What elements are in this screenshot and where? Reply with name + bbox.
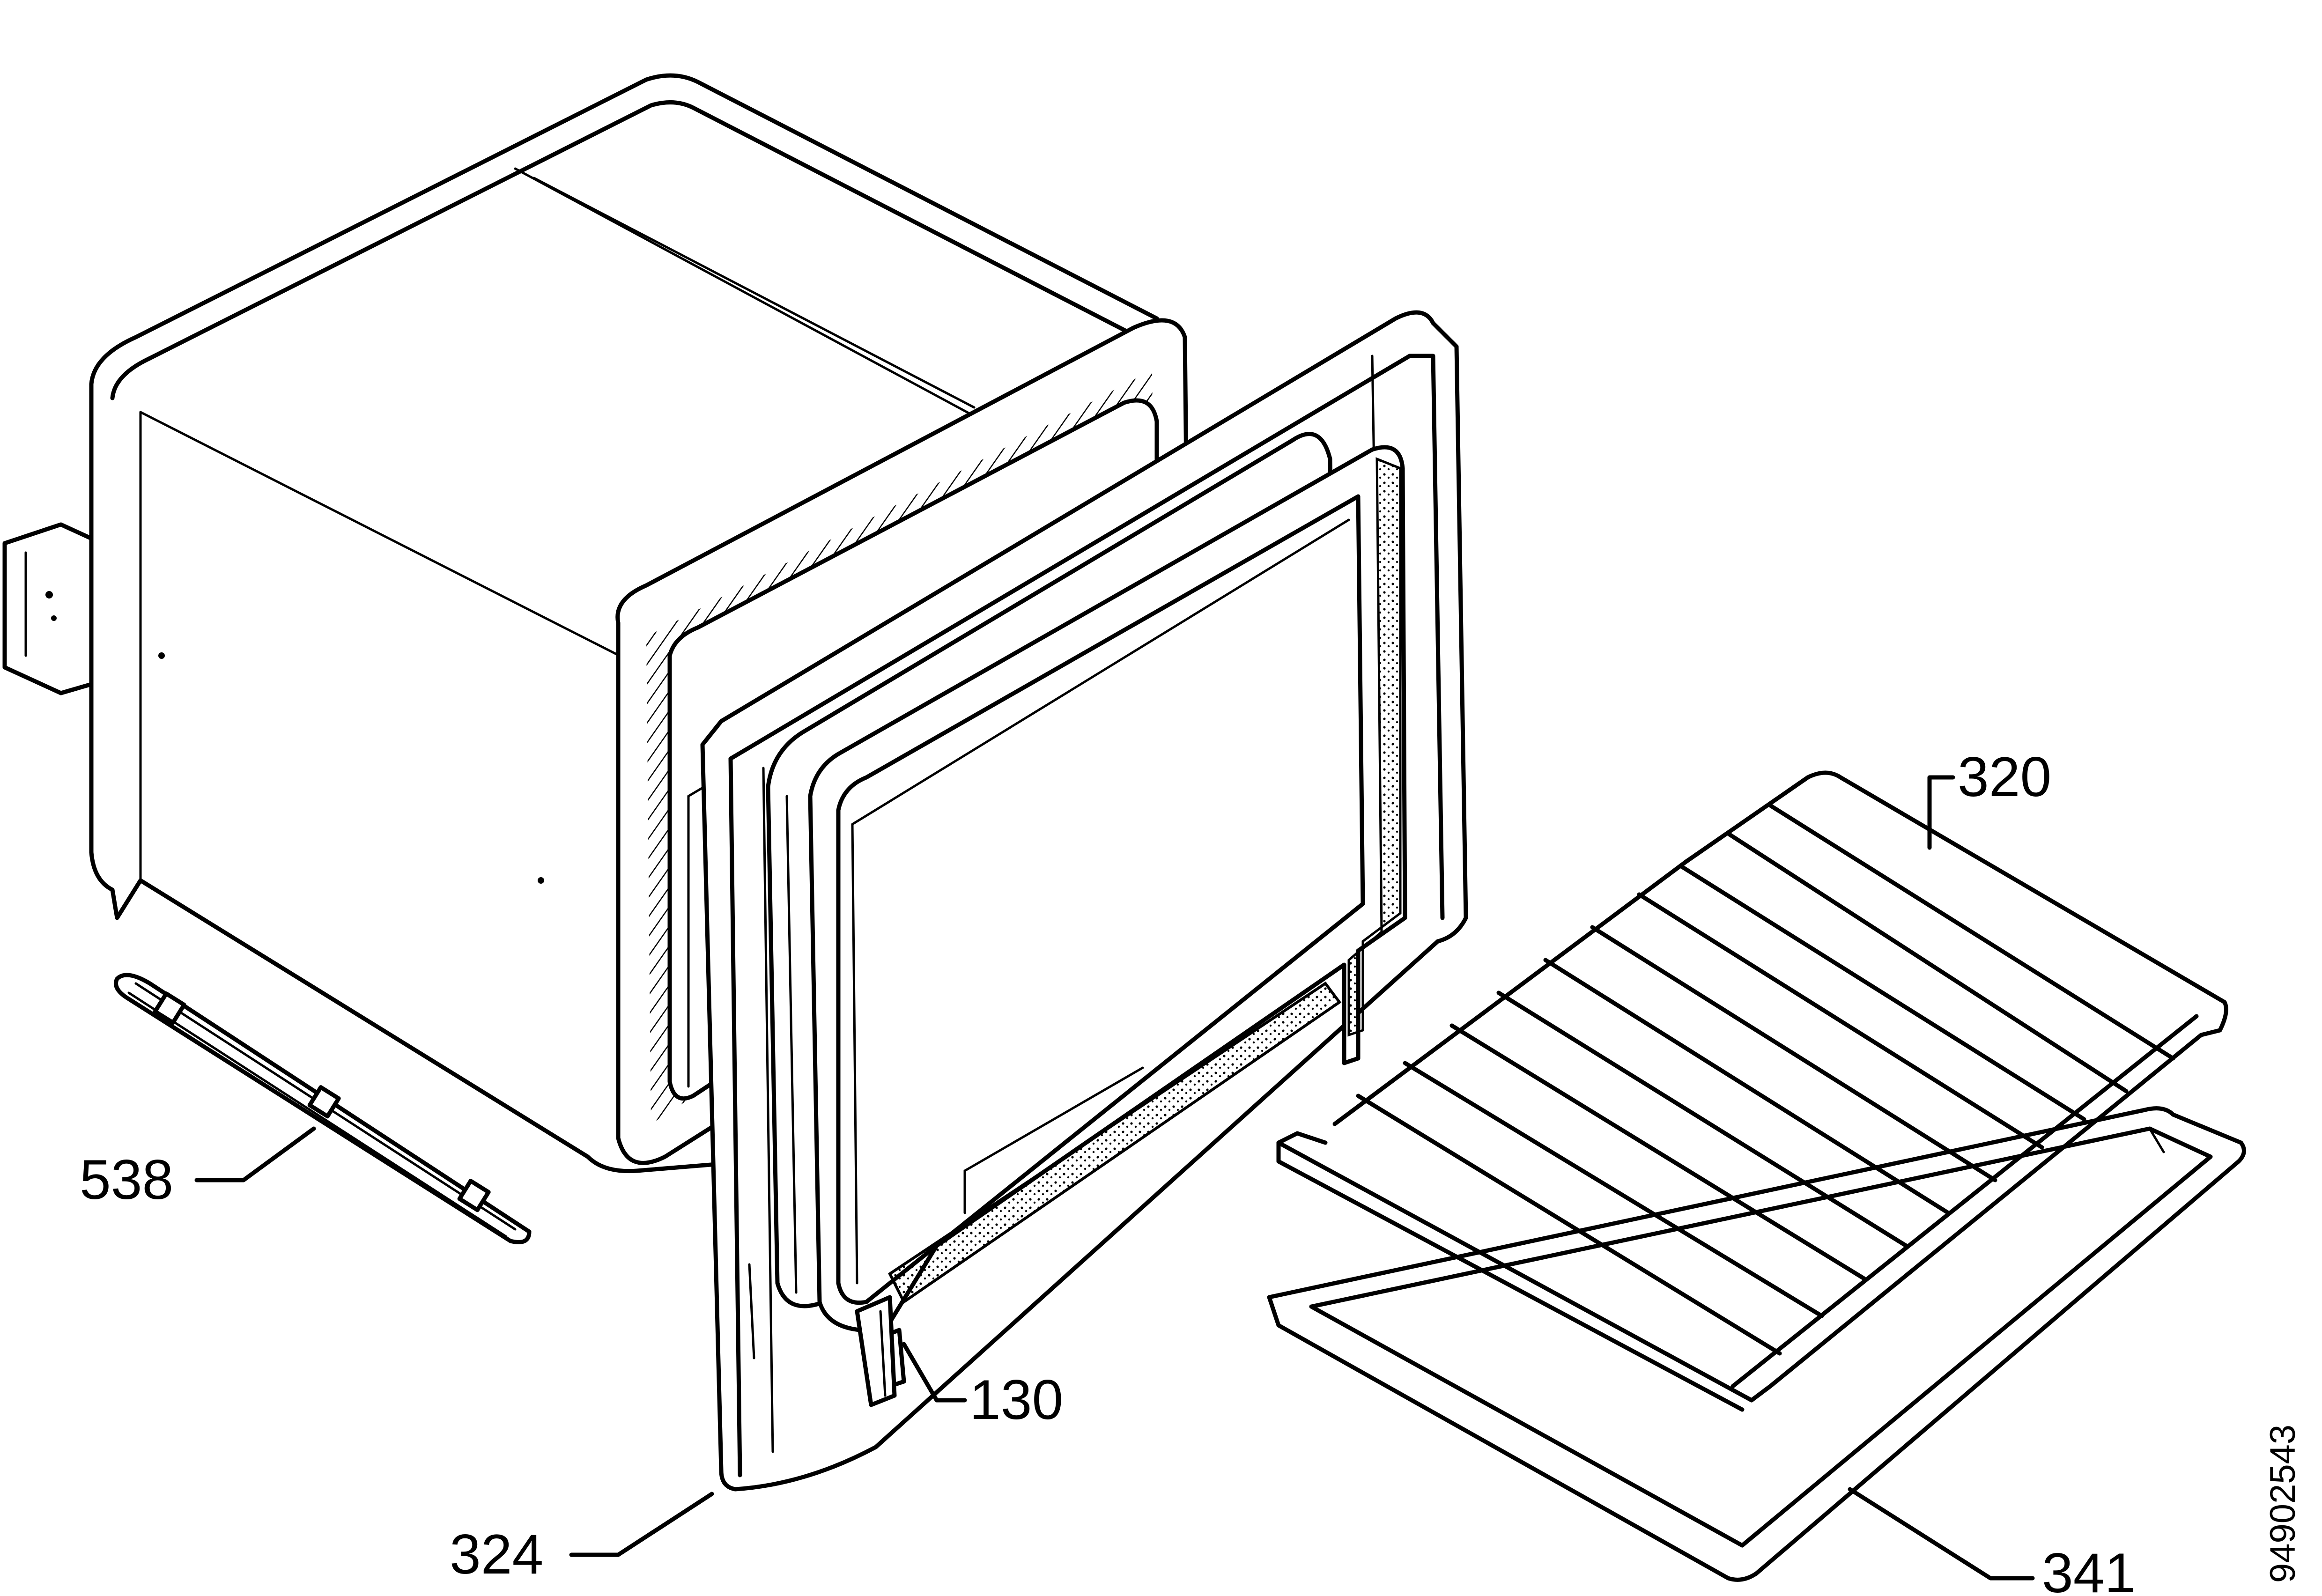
part-320-wire-shelf: [1276, 770, 2228, 1412]
callout-130: 130: [969, 1368, 1063, 1431]
part-341-tray: [1267, 1106, 2246, 1582]
part-130-strip: [855, 1295, 897, 1407]
callout-324: 324: [450, 1523, 543, 1586]
shelf-wires: [1356, 803, 2175, 1356]
part-538-rail: [114, 973, 532, 1244]
callout-538: 538: [80, 1148, 173, 1211]
callout-leaders: [194, 775, 2035, 1581]
part-324-front-frame: [700, 310, 1468, 1492]
drawing-number: 94902543: [2263, 1425, 2303, 1583]
callout-320: 320: [1958, 746, 2051, 808]
callout-341: 341: [2042, 1542, 2136, 1596]
